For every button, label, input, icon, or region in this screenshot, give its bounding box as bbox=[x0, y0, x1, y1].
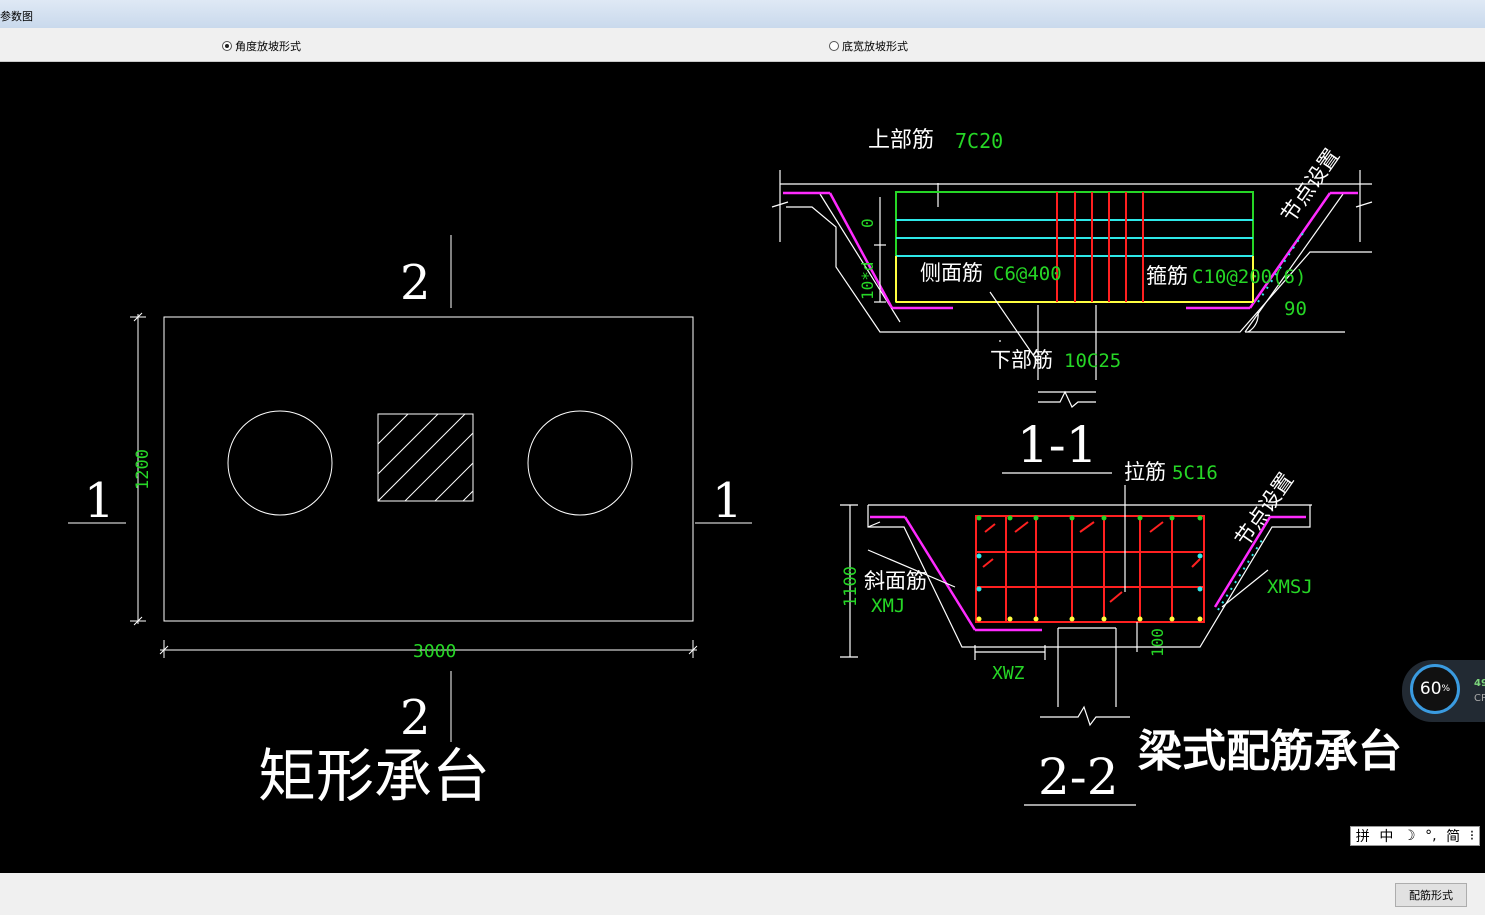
stirrup-label: 箍筋 bbox=[1146, 264, 1188, 288]
cpu-side-value: 49 bbox=[1474, 678, 1485, 689]
top-bar-value: 7C20 bbox=[955, 129, 1003, 153]
tie-bar-label: 拉筋 bbox=[1124, 460, 1166, 484]
section-title-2-2: 2-2 bbox=[1038, 748, 1119, 806]
reinforcement-form-button[interactable]: 配筋形式 bbox=[1395, 883, 1467, 907]
beam-cap-caption: 梁式配筋承台 bbox=[1138, 726, 1402, 777]
bottom-bar-label: 下部筋 bbox=[990, 348, 1053, 372]
plan-view bbox=[68, 235, 752, 742]
window-title: 参数图 bbox=[0, 10, 33, 23]
section-label-bottom: 2 bbox=[400, 690, 431, 746]
section-1-1 bbox=[771, 170, 1373, 408]
ime-simplified-mode[interactable]: 简 bbox=[1446, 829, 1461, 845]
ime-toolbar[interactable]: 拼 中 ☽ °, 简 ⁝ bbox=[1350, 826, 1480, 846]
top-bar-label: 上部筋 bbox=[868, 128, 934, 153]
cpu-monitor-widget[interactable]: 60% 49 CP bbox=[1402, 660, 1485, 722]
xmsj-label: XMSJ bbox=[1267, 576, 1313, 598]
slope-bar-label: 斜面筋 bbox=[864, 569, 927, 593]
column-hatch bbox=[377, 413, 474, 502]
dim-10d: 10*d bbox=[858, 261, 877, 300]
dim-100: 100 bbox=[1148, 628, 1167, 657]
ime-menu-icon[interactable]: ⁝ bbox=[1469, 828, 1475, 844]
ime-chinese-mode[interactable]: 中 bbox=[1379, 829, 1394, 845]
slope-bar-value: XMJ bbox=[871, 595, 905, 617]
radio-width-slope[interactable]: 底宽放坡形式 bbox=[829, 38, 908, 54]
pile-left bbox=[227, 410, 333, 516]
stirrup-value: C10@200(6) bbox=[1192, 266, 1306, 288]
node-setting-1: 节点设置 bbox=[1276, 144, 1344, 227]
pile-right bbox=[527, 410, 633, 516]
cpu-gauge: 60% bbox=[1410, 664, 1460, 714]
dim-zero: 0 bbox=[858, 218, 877, 228]
title-bar: 参数图 bbox=[0, 0, 1485, 29]
plan-caption: 矩形承台 bbox=[258, 742, 490, 810]
angle-value: 90 bbox=[1284, 298, 1307, 320]
section-title-1-1: 1-1 bbox=[1017, 416, 1098, 474]
pile-cap-outline bbox=[163, 316, 694, 622]
section-label-left: 1 bbox=[84, 473, 115, 529]
cpu-unit: % bbox=[1441, 684, 1451, 694]
dim-1100: 1100 bbox=[841, 566, 861, 607]
radio-width-slope-label: 底宽放坡形式 bbox=[842, 40, 908, 53]
ime-moon-icon[interactable]: ☽ bbox=[1402, 828, 1416, 844]
radio-angle-slope[interactable]: 角度放坡形式 bbox=[222, 38, 301, 54]
bottom-bar: 配筋形式 bbox=[0, 873, 1485, 915]
cpu-side-label: CP bbox=[1474, 693, 1485, 704]
tie-bar-value: 5C16 bbox=[1172, 462, 1218, 484]
ime-punctuation-icon[interactable]: °, bbox=[1425, 828, 1437, 844]
side-bar-value: C6@400 bbox=[993, 263, 1062, 285]
section-label-top: 2 bbox=[400, 255, 431, 311]
bottom-bar-value: 10C25 bbox=[1064, 350, 1121, 372]
section-label-right: 1 bbox=[712, 473, 743, 529]
cpu-side: 49 CP bbox=[1474, 676, 1485, 706]
radio-checked-icon bbox=[222, 41, 232, 51]
column bbox=[377, 413, 474, 502]
node-setting-2: 节点设置 bbox=[1230, 468, 1298, 551]
cad-drawing: 2 2 1 1 1200 3000 矩形承台 bbox=[68, 128, 1402, 810]
dim-width: 3000 bbox=[413, 641, 456, 662]
radio-angle-slope-label: 角度放坡形式 bbox=[235, 40, 301, 53]
cpu-percent: 60 bbox=[1419, 679, 1442, 699]
drawing-canvas: 2 2 1 1 1200 3000 矩形承台 bbox=[0, 62, 1485, 873]
dim-height: 1200 bbox=[133, 449, 153, 490]
radio-unchecked-icon bbox=[829, 41, 839, 51]
ime-pinyin-icon[interactable]: 拼 bbox=[1355, 829, 1370, 845]
option-bar: 角度放坡形式 底宽放坡形式 bbox=[0, 28, 1485, 62]
side-bar-label: 侧面筋 bbox=[920, 261, 983, 285]
xwz-label: XWZ bbox=[992, 663, 1025, 684]
section-2-2 bbox=[840, 485, 1312, 727]
